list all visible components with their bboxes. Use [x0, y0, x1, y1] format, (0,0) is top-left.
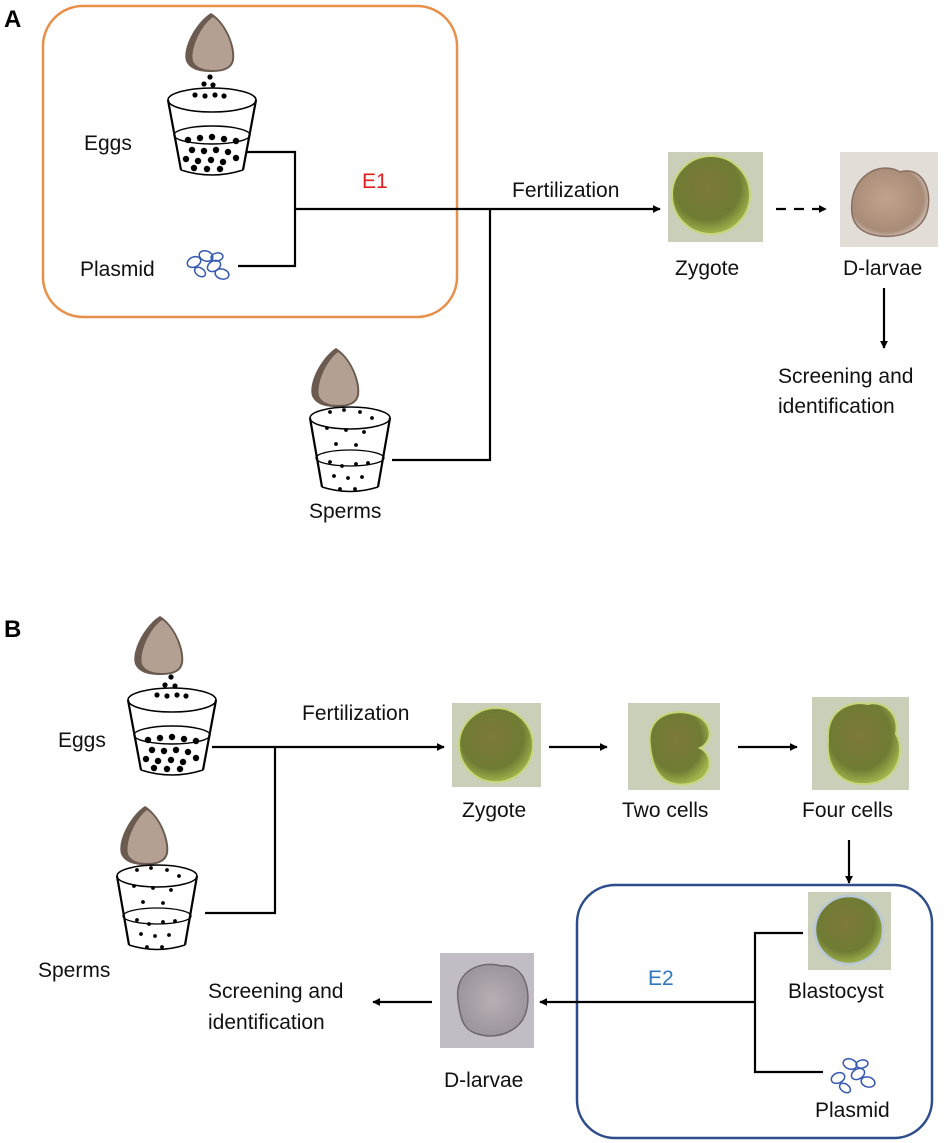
zygote-micrograph [452, 703, 541, 787]
two-cells-micrograph [628, 703, 720, 790]
larva-micrograph [840, 152, 938, 247]
screening-label-b-2: identification [208, 1011, 325, 1034]
egg-dots-falling [154, 674, 189, 699]
fertilization-label-a: Fertilization [512, 179, 619, 202]
sperms-label-b: Sperms [38, 959, 110, 982]
plasmid-icon [830, 1057, 876, 1094]
fertilization-label-b: Fertilization [302, 702, 409, 725]
sperm-connector-b [205, 747, 277, 915]
e1-bracket [238, 150, 297, 268]
e1-box [41, 4, 459, 319]
plasmid-label-b: Plasmid [815, 1099, 890, 1122]
sperms-label-a: Sperms [309, 500, 381, 523]
zygote-label-b: Zygote [462, 799, 526, 822]
four-cells-micrograph [812, 697, 909, 790]
eggs-label-b: Eggs [58, 729, 106, 752]
dlarvae-label-a: D-larvae [843, 257, 922, 280]
egg-dots-falling [192, 74, 227, 99]
sperm-connector-a [392, 209, 492, 462]
beaker-icon [115, 864, 199, 951]
larva-micrograph [440, 953, 534, 1048]
panel-a-letter: A [4, 6, 21, 33]
panel-b-letter: B [4, 616, 21, 643]
blastocyst-micrograph [808, 892, 891, 970]
beaker-icon [166, 87, 258, 176]
two-cells-label: Two cells [622, 799, 708, 822]
zygote-label-a: Zygote [675, 257, 739, 280]
oyster-icon [311, 348, 360, 407]
screening-label-a-2: identification [778, 395, 895, 418]
e2-label: E2 [648, 967, 674, 990]
beaker-icon [126, 687, 218, 776]
e2-box [575, 883, 934, 1140]
e1-label: E1 [362, 170, 388, 193]
zygote-micrograph [668, 152, 763, 242]
oyster-icon [134, 616, 184, 675]
plasmid-label-a: Plasmid [80, 258, 155, 281]
oyster-icon [185, 13, 235, 72]
dlarvae-label-b: D-larvae [444, 1069, 523, 1092]
screening-label-a-1: Screening and [778, 365, 913, 388]
eggs-label-a: Eggs [84, 132, 132, 155]
screening-label-b-1: Screening and [208, 980, 343, 1003]
blastocyst-label: Blastocyst [788, 980, 884, 1003]
plasmid-icon [186, 249, 230, 280]
beaker-icon [308, 406, 392, 493]
oyster-icon [120, 806, 169, 865]
four-cells-label: Four cells [802, 799, 893, 822]
